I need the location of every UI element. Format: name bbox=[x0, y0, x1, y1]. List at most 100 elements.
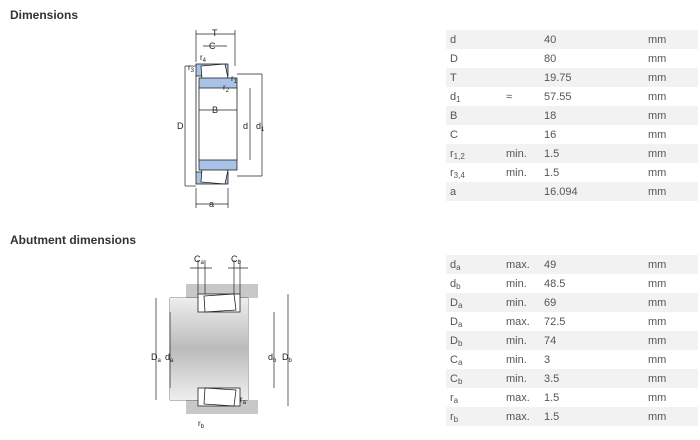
param-symbol: T bbox=[450, 72, 457, 84]
param-value: 3.5 bbox=[544, 373, 560, 385]
table-row: db min. 48.5 mm bbox=[446, 274, 698, 293]
param-symbol: ra bbox=[450, 392, 459, 405]
param-qualifier: min. bbox=[506, 278, 527, 290]
param-qualifier: max. bbox=[506, 316, 530, 328]
param-unit: mm bbox=[648, 259, 667, 271]
table-row: a 16.094 mm bbox=[446, 182, 698, 201]
bearing-dimensions-drawing: T C B D d d1 r4 r3 r1 r2 a bbox=[177, 28, 265, 209]
abutment-drawing: Ca Cb Da da db Db ra rb bbox=[151, 254, 293, 430]
param-value: 69 bbox=[544, 297, 557, 309]
label-r3: r3 bbox=[188, 63, 195, 74]
param-qualifier: min. bbox=[506, 148, 527, 160]
table-row: r1,2 min. 1.5 mm bbox=[446, 144, 698, 163]
dimensions-title: Dimensions bbox=[10, 8, 79, 22]
table-row: T 19.75 mm bbox=[446, 68, 698, 87]
param-value: 80 bbox=[544, 53, 557, 65]
label-r1: r1 bbox=[231, 74, 238, 85]
table-row: D 80 mm bbox=[446, 49, 698, 68]
label-da: da bbox=[165, 352, 174, 364]
param-symbol: Da bbox=[450, 297, 463, 310]
param-qualifier: ≈ bbox=[506, 91, 513, 103]
param-symbol: d1 bbox=[450, 91, 461, 104]
param-value: 1.5 bbox=[544, 392, 560, 404]
param-symbol: D bbox=[450, 53, 458, 65]
label-d: d bbox=[243, 121, 248, 131]
param-symbol: db bbox=[450, 278, 461, 291]
param-value: 3 bbox=[544, 354, 551, 366]
param-symbol: Da bbox=[450, 316, 463, 329]
table-row: d 40 mm bbox=[446, 30, 698, 49]
table-row: Da min. 69 mm bbox=[446, 293, 698, 312]
param-symbol: Cb bbox=[450, 373, 463, 386]
param-unit: mm bbox=[648, 129, 667, 141]
label-B: B bbox=[212, 105, 218, 115]
label-Db: Db bbox=[282, 352, 293, 364]
param-unit: mm bbox=[648, 278, 667, 290]
label-Da: Da bbox=[151, 352, 162, 364]
param-qualifier: min. bbox=[506, 373, 527, 385]
param-symbol: r3,4 bbox=[450, 167, 465, 180]
param-value: 1.5 bbox=[544, 411, 560, 423]
param-unit: mm bbox=[648, 373, 667, 385]
param-qualifier: max. bbox=[506, 259, 530, 271]
param-value: 40 bbox=[544, 34, 557, 46]
param-unit: mm bbox=[648, 297, 667, 309]
param-unit: mm bbox=[648, 110, 667, 122]
param-unit: mm bbox=[648, 411, 667, 423]
table-row: ra max. 1.5 mm bbox=[446, 388, 698, 407]
label-Ca: Ca bbox=[194, 254, 205, 266]
param-value: 16 bbox=[544, 129, 557, 141]
label-r2: r2 bbox=[223, 83, 230, 94]
label-ra: ra bbox=[240, 395, 247, 406]
param-unit: mm bbox=[648, 354, 667, 366]
param-value: 18 bbox=[544, 110, 557, 122]
table-row: Cb min. 3.5 mm bbox=[446, 369, 698, 388]
label-C: C bbox=[209, 41, 216, 51]
param-value: 72.5 bbox=[544, 316, 566, 328]
param-symbol: da bbox=[450, 259, 461, 272]
param-symbol: r1,2 bbox=[450, 148, 465, 161]
param-unit: mm bbox=[648, 53, 667, 65]
param-unit: mm bbox=[648, 91, 667, 103]
abutment-title: Abutment dimensions bbox=[10, 233, 137, 247]
label-rb: rb bbox=[198, 419, 205, 430]
param-value: 74 bbox=[544, 335, 557, 347]
label-T: T bbox=[212, 28, 218, 38]
param-unit: mm bbox=[648, 316, 667, 328]
table-row: Da max. 72.5 mm bbox=[446, 312, 698, 331]
param-unit: mm bbox=[648, 72, 667, 84]
param-qualifier: min. bbox=[506, 297, 527, 309]
param-symbol: C bbox=[450, 129, 458, 141]
param-unit: mm bbox=[648, 392, 667, 404]
label-d1: d1 bbox=[256, 121, 265, 133]
param-qualifier: max. bbox=[506, 392, 530, 404]
param-symbol: d bbox=[450, 34, 457, 46]
param-unit: mm bbox=[648, 186, 667, 198]
param-unit: mm bbox=[648, 34, 667, 46]
label-Cb: Cb bbox=[231, 254, 242, 266]
param-symbol: rb bbox=[450, 411, 459, 424]
label-db: db bbox=[268, 352, 277, 364]
label-D: D bbox=[177, 121, 184, 131]
param-value: 16.094 bbox=[544, 186, 578, 198]
param-value: 19.75 bbox=[544, 72, 572, 84]
param-value: 48.5 bbox=[544, 278, 566, 290]
param-symbol: Ca bbox=[450, 354, 463, 367]
param-qualifier: min. bbox=[506, 335, 527, 347]
param-symbol: Db bbox=[450, 335, 463, 348]
param-symbol: a bbox=[450, 186, 457, 198]
param-value: 1.5 bbox=[544, 148, 560, 160]
table-row: C 16 mm bbox=[446, 125, 698, 144]
label-r4: r4 bbox=[200, 53, 207, 64]
param-value: 1.5 bbox=[544, 167, 560, 179]
param-unit: mm bbox=[648, 148, 667, 160]
label-a: a bbox=[209, 199, 214, 209]
